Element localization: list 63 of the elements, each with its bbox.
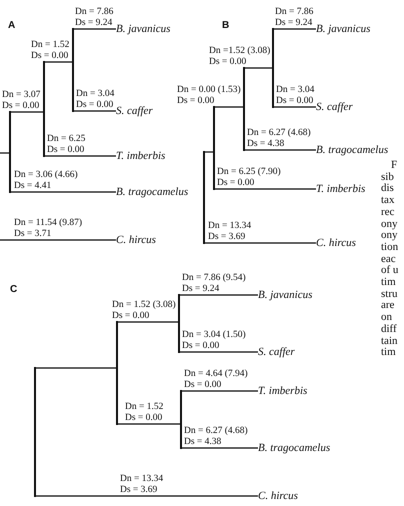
taxon-label: S. caffer [316,100,353,114]
branch-label: Dn = 3.04 Ds = 0.00 [76,89,116,110]
taxon-label: C. hircus [316,236,356,250]
branch-line [74,110,116,112]
taxon-label: B. javanicus [116,22,170,36]
branch-line [36,367,116,369]
branch-label: Dn = 6.27 (4.68) Ds = 4.38 [184,426,249,448]
branch-label: Dn = 3.06 (4.66) Ds = 4.41 [14,170,79,192]
taxon-label: T. imberbis [116,150,166,162]
branch-line [274,106,316,108]
branch-line [214,106,244,108]
panel-label: A [8,20,16,32]
taxon-label: B. tragocamelus [258,442,330,454]
taxon-label: C. hircus [116,234,156,246]
branch-line [182,447,258,449]
branch-label: Dn =1.52 (3.08) Ds = 0.00 [209,46,272,68]
branch-line [182,390,258,392]
taxon-label: B. javanicus [258,288,312,302]
branch-line [74,28,116,30]
branch-label: Dn = 11.54 (9.87) Ds = 3.71 [14,218,84,240]
taxon-label: B. javanicus [316,22,370,36]
branch-line [244,149,316,151]
branch-line [10,191,116,193]
branch-label: Dn = 13.34 Ds = 3.69 [120,474,164,496]
taxon-label: T. imberbis [258,384,308,398]
caption-text: F sib dis tax rec ony ony tion eac of u tim stru are on diff tain tim [381,160,400,359]
branch-line [274,28,316,30]
branch-label: Dn = 0.00 (1.53) Ds = 0.00 [177,85,242,106]
branch-line [36,495,258,497]
branch-line [180,294,258,296]
branch-line [244,67,272,69]
branch-line [44,155,116,157]
branch-label: Dn = 13.34 Ds = 3.69 [208,221,252,242]
taxon-label: C. hircus [258,490,298,502]
branch-label: Dn = 1.52 Ds = 0.00 [31,40,70,62]
branch-label: Dn = 6.25 (7.90) Ds = 0.00 [217,167,282,188]
branch-label: Dn = 3.07 Ds = 0.00 [2,90,42,112]
branch-line [214,188,316,190]
taxon-label: T. imberbis [316,182,366,196]
taxon-label: S. caffer [258,346,295,358]
taxon-label: S. caffer [116,104,153,118]
branch-line [118,321,178,323]
branch-label: Dn = 7.86 Ds = 9.24 [75,7,114,28]
taxon-label: B. tragocamelus [316,144,388,156]
branch-label: Dn = 4.64 (7.94) Ds = 0.00 [184,369,249,390]
taxon-label: B. tragocamelus [116,186,188,198]
panel-label: C [10,284,18,296]
branch-line [0,239,116,241]
branch-line [118,423,180,425]
branch-label: Dn = 1.52 Ds = 0.00 [125,402,164,424]
branch-line [10,111,44,113]
branch-line [44,61,72,63]
panel-label: B [222,20,230,32]
branch-label: Dn = 1.52 (3.08) Ds = 0.00 [112,300,177,322]
branch-label: Dn = 6.25 Ds = 0.00 [47,134,86,156]
branch-label: Dn = 6.27 (4.68) Ds = 4.38 [247,128,312,150]
branch-label: Dn = 7.86 Ds = 9.24 [275,7,314,28]
branch-line [0,152,10,154]
branch-label: Dn = 7.86 (9.54) Ds = 9.24 [182,273,247,294]
branch-label: Dn = 3.04 Ds = 0.00 [276,85,316,106]
branch-line [180,351,258,353]
branch-label: Dn = 3.04 (1.50) Ds = 0.00 [182,330,247,352]
branch-line [204,242,316,244]
